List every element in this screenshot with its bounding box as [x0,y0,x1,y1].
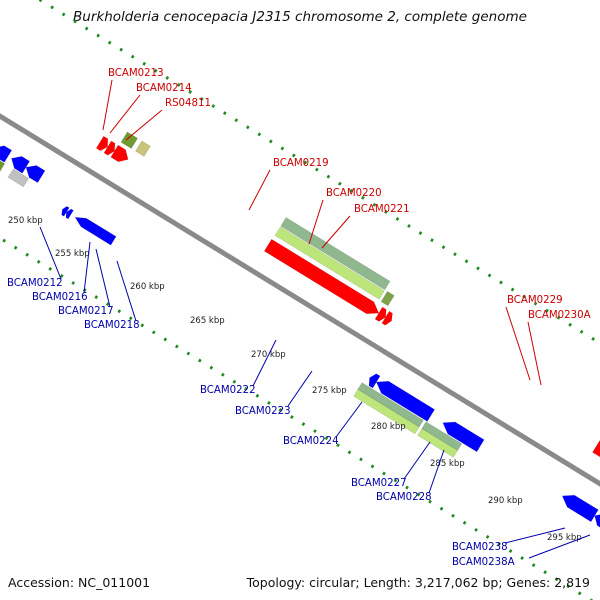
forward-gene-label[interactable]: BCAM0220 [326,188,382,199]
gene-forward[interactable] [103,140,116,156]
reverse-gene-label[interactable]: BCAM0217 [58,306,114,317]
gene-pseudo[interactable] [120,131,139,149]
gene-pseudo[interactable] [380,290,395,307]
gene-forward[interactable] [95,135,109,152]
gene-rna[interactable] [353,388,420,435]
forward-gene-leader-line [527,321,542,386]
gene-pseudo[interactable] [7,168,30,188]
position-tick-label: 290 kbp [488,496,523,506]
reverse-gene-leader-line [428,449,445,494]
reverse-gene-leader-line [95,248,111,308]
reverse-gene-leader-line [287,370,313,407]
gene-reverse[interactable] [375,380,436,422]
reverse-gene-leader-line [403,441,431,480]
forward-gene-leader-line [248,169,271,211]
reverse-gene-label[interactable]: BCAM0238 [452,542,508,553]
gene-forward[interactable] [592,439,600,458]
reverse-gene-leader-line [528,534,591,559]
gene-reverse[interactable] [368,373,381,389]
gene-forward[interactable] [381,310,393,326]
forward-gene-label[interactable]: RS04811 [165,98,211,109]
forward-gene-leader-line [109,94,141,134]
gene-reverse[interactable] [65,208,74,220]
reverse-gene-leader-line [39,226,62,280]
genome-stats-text: Topology: circular; Length: 3,217,062 bp… [246,575,590,590]
forward-gene-label[interactable]: BCAM0213 [108,68,164,79]
gene-reverse[interactable] [561,494,599,523]
reverse-gene-label[interactable]: BCAM0218 [84,320,140,331]
gene-reverse[interactable] [25,165,46,184]
reverse-gene-label[interactable]: BCAM0212 [7,278,63,289]
reverse-gene-label[interactable]: BCAM0224 [283,436,339,447]
reverse-gene-leader-line [116,260,137,322]
gene-reverse[interactable] [442,421,485,453]
position-tick-label: 260 kbp [130,282,165,292]
position-tick-label: 250 kbp [8,216,43,226]
gene-forward[interactable] [110,144,129,163]
forward-gene-leader-line [321,215,351,249]
gene-forward[interactable] [374,306,387,322]
forward-gene-label[interactable]: BCAM0219 [273,158,329,169]
reverse-gene-leader-line [335,401,363,438]
tick-track-outer [37,0,600,345]
reverse-gene-label[interactable]: BCAM0238A [452,557,515,568]
forward-gene-leader-line [125,109,163,141]
position-tick-label: 265 kbp [190,316,225,326]
gene-reverse[interactable] [61,206,70,217]
reverse-gene-label[interactable]: BCAM0223 [235,406,291,417]
reverse-gene-label[interactable]: BCAM0216 [32,292,88,303]
gene-rna[interactable] [280,217,391,291]
reverse-gene-label[interactable]: BCAM0222 [200,385,256,396]
backbone-line [0,113,600,487]
reverse-gene-label[interactable]: BCAM0228 [376,492,432,503]
gene-forward[interactable] [263,238,380,315]
position-tick-label: 255 kbp [55,249,90,259]
forward-gene-leader-line [308,199,324,245]
position-tick-label: 275 kbp [312,386,347,396]
map-title: Burkholderia cenocepacia J2315 chromosom… [73,9,527,25]
forward-gene-label[interactable]: BCAM0221 [354,204,410,215]
gene-reverse[interactable] [11,156,31,174]
forward-gene-label[interactable]: BCAM0229 [507,295,563,306]
reverse-gene-leader-line [83,241,91,294]
gene-pseudo[interactable] [0,154,6,173]
forward-gene-label[interactable]: BCAM0214 [136,83,192,94]
gene-pseudo[interactable] [135,140,151,157]
forward-gene-label[interactable]: BCAM0230A [528,310,591,321]
gene-reverse[interactable] [594,514,600,531]
forward-gene-leader-line [505,306,531,381]
position-tick-label: 285 kbp [430,459,465,469]
reverse-gene-leader-line [252,339,277,387]
gene-reverse[interactable] [0,145,13,163]
gene-rna[interactable] [417,428,459,458]
position-tick-label: 295 kbp [547,533,582,543]
gene-rna[interactable] [274,226,385,300]
forward-gene-leader-line [102,79,113,131]
gene-reverse[interactable] [74,216,117,246]
reverse-gene-label[interactable]: BCAM0227 [351,478,407,489]
reverse-gene-leader-line [504,527,566,544]
tick-track-inner [0,236,594,600]
position-tick-label: 280 kbp [371,422,406,432]
accession-text: Accession: NC_011001 [8,575,151,590]
